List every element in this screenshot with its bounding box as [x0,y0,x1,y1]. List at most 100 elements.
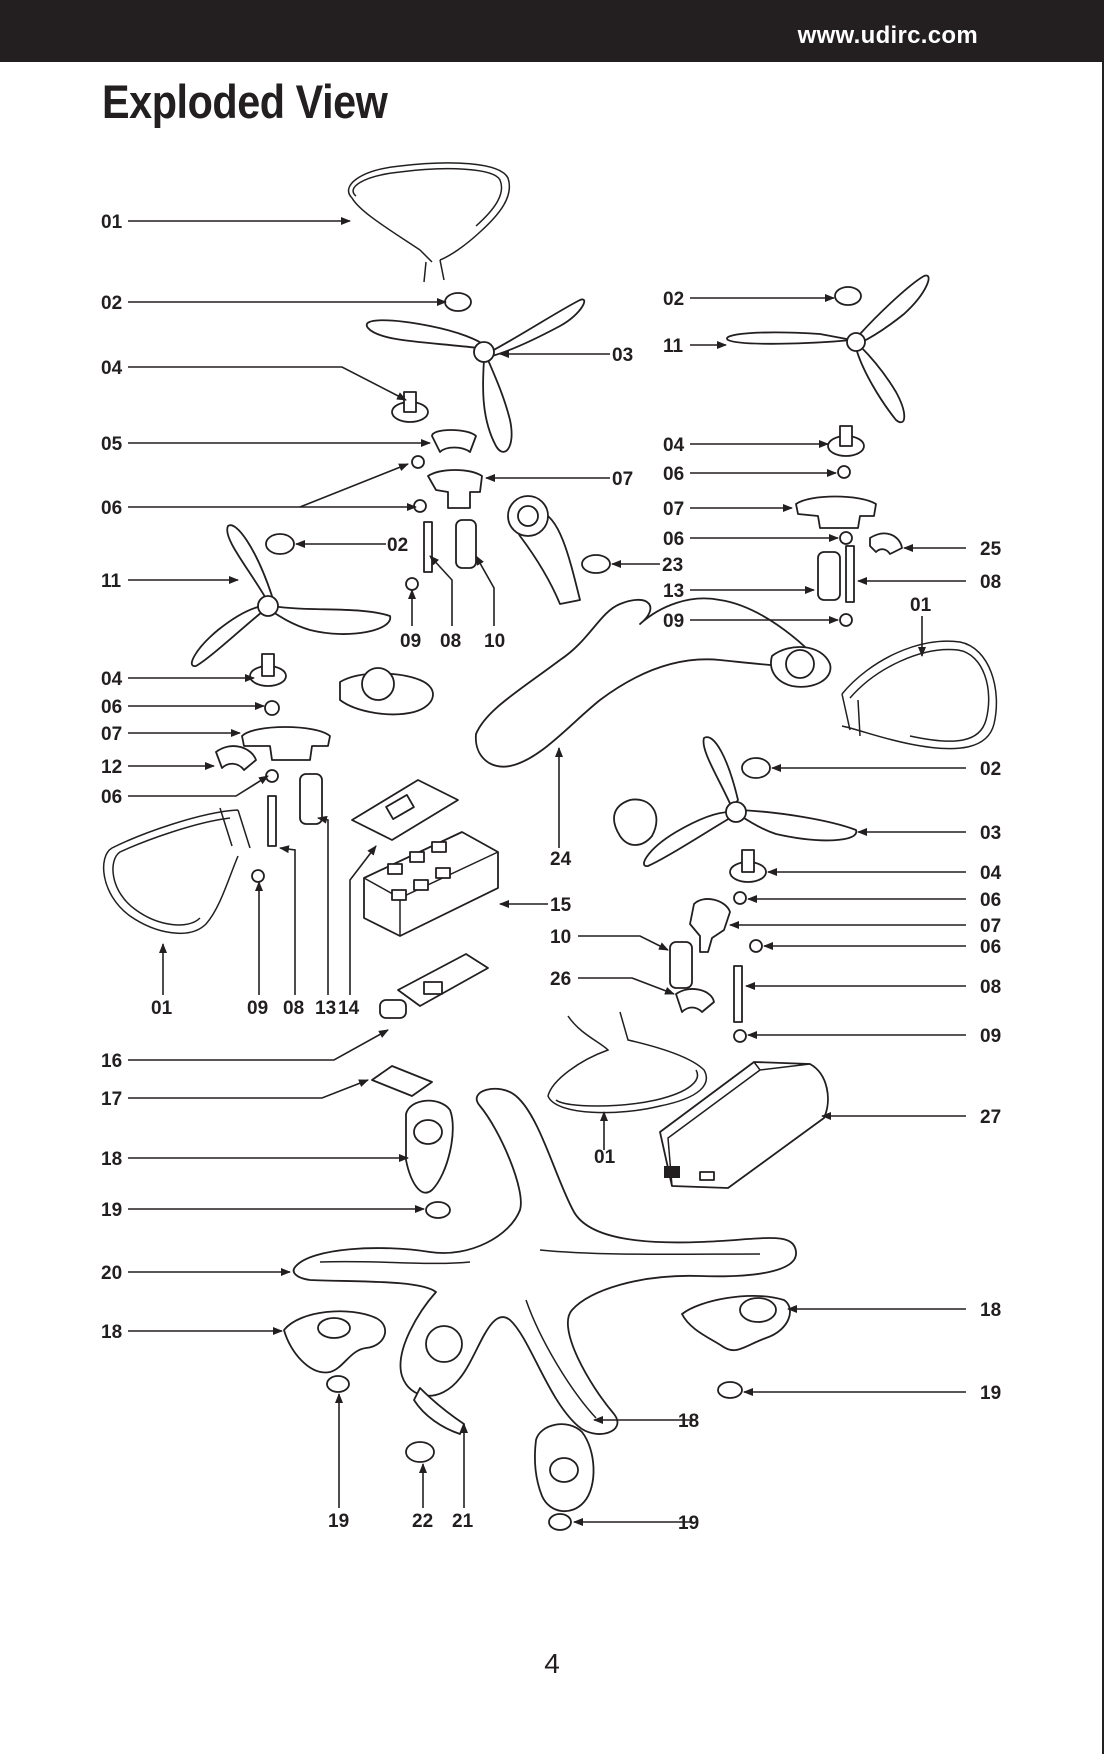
callout-17: 17 [101,1089,122,1110]
callout-09: 09 [980,1026,1001,1047]
page-number: 4 [544,1648,560,1679]
callout-06: 06 [101,498,122,519]
callout-16: 16 [101,1051,122,1072]
callout-08: 08 [980,977,1001,998]
callout-12: 12 [101,757,122,778]
foot-right [717,1381,743,1399]
part-22 [405,1441,435,1463]
callout-21: 21 [452,1511,474,1532]
website-url[interactable]: www.udirc.com [797,22,978,49]
callout-13: 13 [663,581,684,602]
callout-02: 02 [101,293,122,314]
body-shell [475,597,821,768]
callout-01: 01 [101,212,123,233]
callout-05: 05 [101,434,123,455]
propeller-lower-right [702,736,739,809]
battery [659,1061,829,1189]
callout-24: 24 [550,849,572,870]
callout-08: 08 [440,631,461,652]
callout-07: 07 [101,724,122,745]
leader-lines [128,217,966,1526]
propeller-top-left [365,319,487,349]
motor-mount-top [427,469,483,509]
callout-14: 14 [338,998,360,1019]
clip-25 [869,532,903,555]
callout-09: 09 [663,611,684,632]
callout-25: 25 [980,539,1002,560]
motor-pod-left [283,1310,387,1374]
callout-19: 19 [980,1383,1001,1404]
camera-board [397,953,489,1007]
foot-bottom [548,1513,572,1531]
callout-08: 08 [283,998,304,1019]
propeller-left [226,524,273,603]
prop-cap-lower-right [741,757,771,779]
motor-mount-lower-right [689,898,731,953]
callout-04: 04 [101,669,123,690]
motor-mount-left [241,726,331,761]
callout-19: 19 [101,1200,122,1221]
callout-06: 06 [101,787,122,808]
callout-19: 19 [678,1513,699,1534]
callout-02: 02 [387,535,408,556]
callout-20: 20 [101,1263,122,1284]
callout-23: 23 [662,555,683,576]
prop-cap-top [444,292,472,312]
callout-06: 06 [663,529,684,550]
callout-06: 06 [980,890,1001,911]
callout-07: 07 [663,499,684,520]
callout-07: 07 [612,469,633,490]
callout-01: 01 [910,595,932,616]
clip-05 [431,429,477,453]
callout-11: 11 [663,336,684,357]
motor-pod-upper [405,1099,454,1194]
page-edge-line [1102,0,1104,1754]
callout-01: 01 [151,998,173,1019]
parts-artwork [102,162,998,1531]
callout-10: 10 [550,927,571,948]
callout-03: 03 [980,823,1001,844]
callout-09: 09 [247,998,268,1019]
prop-guard-top [347,162,511,283]
callout-labels: 01 02 04 05 06 11 04 06 07 12 06 01 09 0… [101,212,1002,1534]
callout-06: 06 [101,697,122,718]
callout-27: 27 [980,1107,1001,1128]
callout-15: 15 [550,895,572,916]
motor-mount-upper-right [795,495,877,529]
callout-02: 02 [980,759,1001,780]
callout-11: 11 [101,571,122,592]
header-bar: www.udirc.com [0,0,1104,62]
callout-04: 04 [663,435,685,456]
callout-13: 13 [315,998,336,1019]
washer-23 [581,554,611,574]
callout-18: 18 [678,1411,699,1432]
callout-06: 06 [980,937,1001,958]
prop-guard-right [841,640,998,750]
prop-guard-left [102,807,251,935]
callout-18: 18 [101,1322,122,1343]
callout-07: 07 [980,916,1001,937]
callout-08: 08 [980,572,1001,593]
prop-cap-left [265,533,295,555]
callout-22: 22 [412,1511,433,1532]
foot-upper [425,1201,451,1219]
callout-03: 03 [612,345,633,366]
callout-10: 10 [484,631,505,652]
callout-04: 04 [980,863,1002,884]
foot-left [326,1375,350,1393]
callout-04: 04 [101,358,123,379]
callout-06: 06 [663,464,684,485]
callout-19: 19 [328,1511,349,1532]
callout-09: 09 [400,631,421,652]
switch-17 [371,1065,433,1097]
page-title: Exploded View [102,75,388,128]
callout-26: 26 [550,969,571,990]
propeller-upper-right [726,331,853,345]
main-frame [292,1087,797,1435]
callout-18: 18 [101,1149,122,1170]
callout-18: 18 [980,1300,1001,1321]
part-21 [413,1387,465,1435]
prop-guard-lower-center [547,1011,708,1114]
prop-cap-upper-right [834,286,862,306]
